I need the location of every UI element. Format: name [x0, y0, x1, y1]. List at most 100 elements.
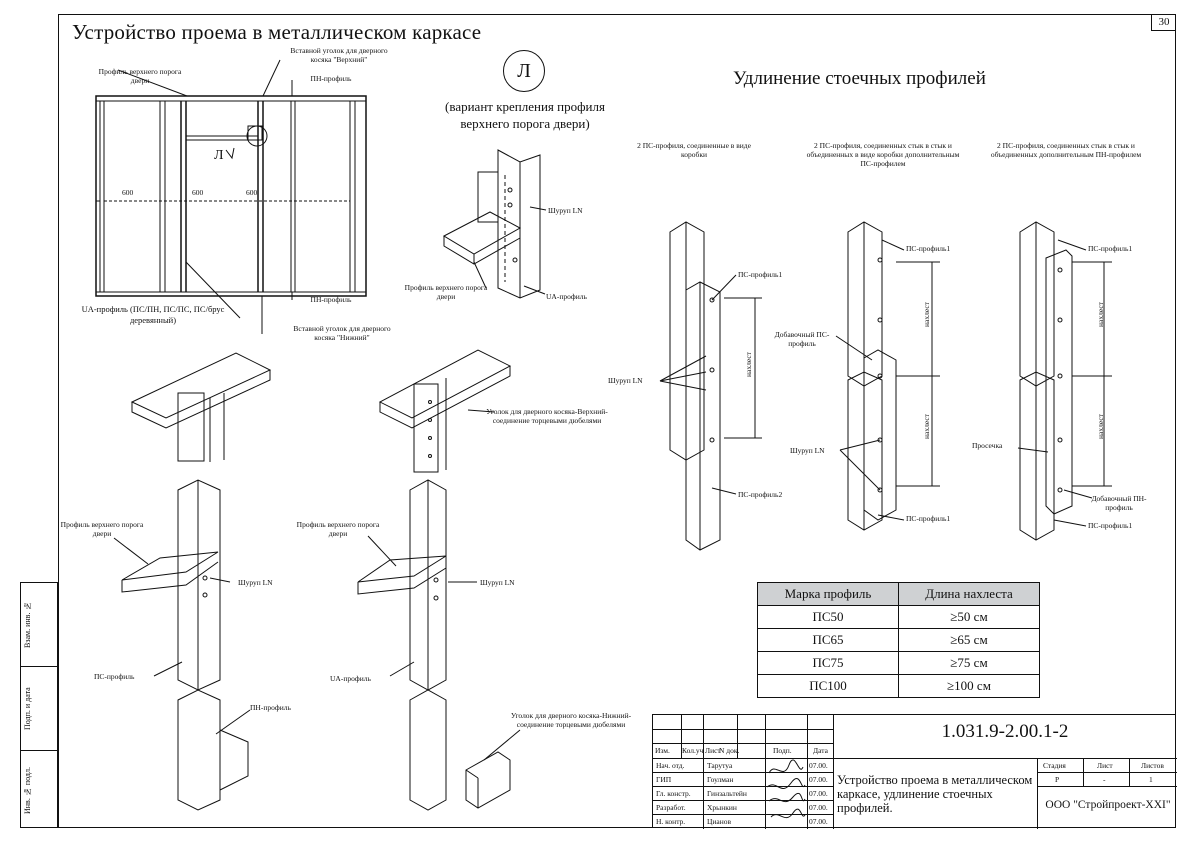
stage-header: Стадия — [1043, 761, 1066, 770]
extension-col2-heading: 2 ПС-профиля, соединенных стык в стык и … — [806, 141, 960, 168]
extension-col3-drawing — [1017, 221, 1112, 541]
detail-L-drawing — [442, 149, 547, 299]
label-top-profile: Профиль верхнего порога двери — [98, 67, 182, 85]
overlap-label: нахлест — [744, 352, 753, 377]
stamp-name: Тарутуа — [707, 761, 733, 770]
label-screw-left: Шуруп LN — [238, 578, 273, 587]
table-row: ПС75 ≥75 см — [757, 651, 1040, 675]
variant-caption: (вариант крепления профиля верхнего поро… — [445, 99, 605, 131]
dim-label: 600 — [192, 188, 204, 197]
ceiling-connection-drawing — [130, 352, 272, 462]
sheets-header: Листов — [1141, 761, 1164, 770]
stage-value: Р — [1055, 775, 1060, 784]
table-cell: ПС75 — [757, 651, 899, 675]
stamp-head: Кол.уч — [682, 746, 704, 755]
table-cell: ≥65 см — [898, 628, 1040, 652]
label-corner-top-join: Уголок для дверного косяка-Верхний-соеди… — [486, 407, 608, 425]
extension-col1-drawing — [659, 221, 762, 551]
label-top-profile: Профиль верхнего порога двери — [404, 283, 488, 301]
label-ps-profile2: ПС-профиль2 — [738, 490, 783, 499]
table-cell: ПС50 — [757, 605, 899, 629]
stamp-head: Подп. — [773, 746, 792, 755]
document-code: 1.031.9-2.00.1-2 — [941, 721, 1069, 742]
label-pn-bottom: ПН-профиль — [310, 295, 352, 304]
stamp-head: N док. — [719, 746, 740, 755]
title-block: 1.031.9-2.00.1-2 Изм. Кол.уч Лист N док.… — [652, 714, 1177, 829]
stamp-head: Дата — [813, 746, 828, 755]
overlap-length-table: Марка профиль Длина нахлеста ПС50 ≥50 см… — [757, 582, 1040, 698]
stamp-name: Хрынкин — [707, 803, 737, 812]
bottom-corner-join-drawing — [409, 689, 521, 811]
stamp-name: Гинзальтейн — [707, 789, 747, 798]
table-cell: ≥100 см — [898, 674, 1040, 698]
organization-name: ООО "Стройпроект-XXI" — [1045, 799, 1171, 811]
document-description: Устройство проема в металлическом каркас… — [837, 773, 1033, 815]
overlap-label: нахлест — [922, 302, 931, 327]
table-row: ПС50 ≥50 см — [757, 605, 1040, 629]
table-header-row: Марка профиль Длина нахлеста — [757, 582, 1040, 606]
label-notch: Просечка — [972, 441, 1003, 450]
table-cell: ПС65 — [757, 628, 899, 652]
sheet-header: Лист — [1097, 761, 1113, 770]
extension-title: Удлинение стоечных профилей — [733, 68, 986, 89]
stamp-role: ГИП — [656, 775, 672, 784]
stamp-date: 07.00. — [809, 761, 828, 770]
signature-scribbles — [766, 759, 806, 819]
label-ps-profile1: ПС-профиль1 — [906, 514, 951, 523]
stamp-date: 07.00. — [809, 817, 828, 826]
stamp-name: Гоулман — [707, 775, 734, 784]
label-ua-profile: UA-профиль — [546, 292, 587, 301]
extension-col1-heading: 2 ПС-профиля, соединенные в виде коробки — [637, 141, 751, 159]
label-screw: Шуруп LN — [790, 446, 825, 455]
label-screw-right: Шуруп LN — [480, 578, 515, 587]
stamp-date: 07.00. — [809, 803, 828, 812]
table-cell: ПС100 — [757, 674, 899, 698]
label-ps-profile: ПС-профиль — [94, 672, 135, 681]
drawing-frame — [58, 14, 1176, 828]
label-ua-profile: UA-профиль (ПС/ПН, ПС/ПС, ПС/брус деревя… — [81, 304, 225, 325]
label-corner-top: Вставной уголок для дверного косяка "Вер… — [290, 46, 388, 64]
label-additional-ps-profile: Добавочный ПС-профиль — [774, 330, 830, 348]
label-additional-pn-profile: Добавочный ПН-профиль — [1091, 494, 1147, 512]
stamp-role: Разработ. — [656, 803, 686, 812]
callout-circle: Л — [503, 50, 545, 92]
label-ps-profile1: ПС-профиль1 — [906, 244, 951, 253]
overlap-label: нахлест — [1096, 414, 1105, 439]
label-top-profile-center: Профиль верхнего порога двери — [296, 520, 380, 538]
table-cell: ≥50 см — [898, 605, 1040, 629]
extension-col2-drawing — [835, 221, 940, 531]
stamp-role: Нач. отд. — [656, 761, 685, 770]
label-pn-profile: ПН-профиль — [250, 703, 291, 712]
label-corner-bottom-join: Уголок для дверного косяка-Нижний-соедин… — [510, 711, 632, 729]
label-ps-profile1: ПС-профиль1 — [1088, 244, 1133, 253]
table-cell: ≥75 см — [898, 651, 1040, 675]
stud-top-profile-drawing — [113, 479, 231, 691]
side-stamp: Взам. инв. № Подп. и дата Инв. № подл. — [20, 582, 58, 828]
top-corner-join-drawing — [378, 349, 512, 473]
table-row: ПС65 ≥65 см — [757, 628, 1040, 652]
table-header: Длина нахлеста — [898, 582, 1040, 606]
extension-col3-heading: 2 ПС-профиля, соединенных стык в стык и … — [990, 141, 1142, 159]
label-screw: Шуруп LN — [608, 376, 643, 385]
table-header: Марка профиль — [757, 582, 899, 606]
ua-profile-connection-drawing — [357, 479, 477, 691]
main-title: Устройство проема в металлическом каркас… — [72, 20, 482, 44]
stamp-head: Изм. — [655, 746, 670, 755]
stamp-role: Гл. констр. — [656, 789, 691, 798]
sheet-value: - — [1103, 775, 1106, 784]
label-ps-profile1: ПС-профиль1 — [738, 270, 783, 279]
dim-label: 600 — [122, 188, 134, 197]
pn-profile-base-drawing — [177, 689, 251, 811]
stamp-role: Н. контр. — [656, 817, 686, 826]
label-callout-L: Л — [214, 148, 224, 163]
overlap-label: нахлест — [1096, 302, 1105, 327]
sheet-number: 30 — [1151, 14, 1176, 31]
label-top-profile-left: Профиль верхнего порога двери — [60, 520, 144, 538]
stamp-head: Лист — [705, 746, 721, 755]
label-ua-profile: UA-профиль — [330, 674, 371, 683]
dim-label: 600 — [246, 188, 258, 197]
overlap-label: нахлест — [922, 414, 931, 439]
label-screw: Шуруп LN — [548, 206, 583, 215]
table-row: ПС100 ≥100 см — [757, 674, 1040, 698]
